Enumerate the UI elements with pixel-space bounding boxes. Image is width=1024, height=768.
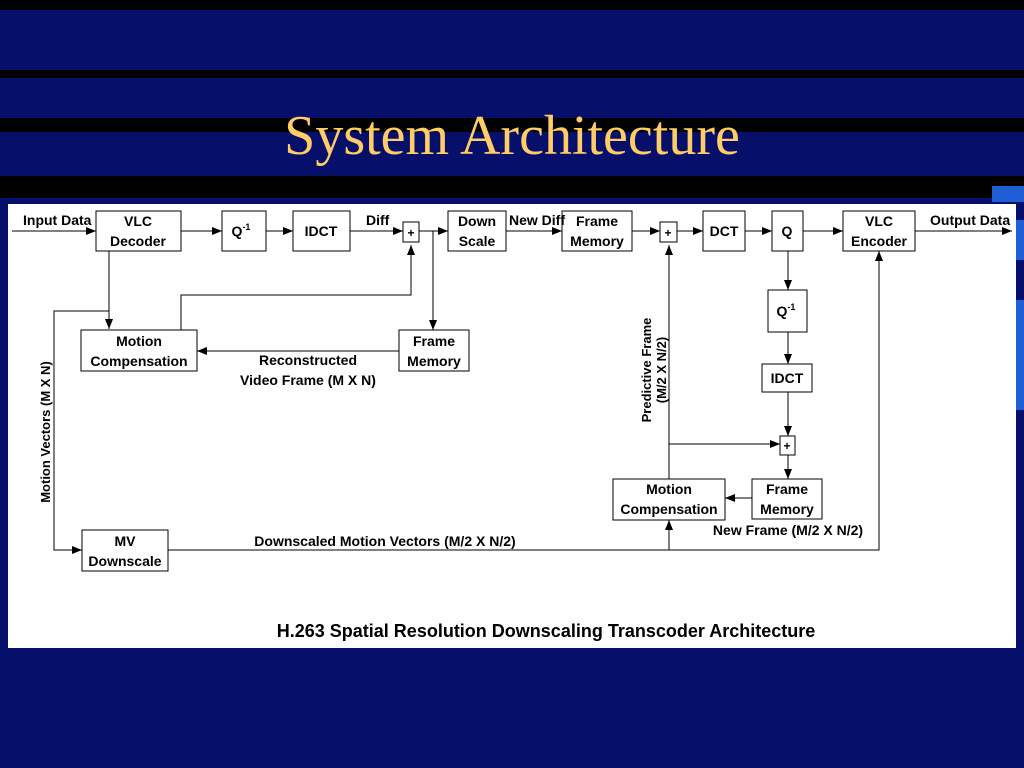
idct-1: IDCT bbox=[305, 223, 338, 239]
vlc-encoder-line-2: Encoder bbox=[851, 233, 908, 249]
flow-labels: Input Data Diff New Diff Output Data Rec… bbox=[23, 212, 1010, 641]
vlc-encoder-line-1: VLC bbox=[865, 213, 893, 229]
frame-memory-1-line-1: Frame bbox=[413, 333, 455, 349]
accent-tab-1 bbox=[992, 186, 1024, 202]
motion-comp-1-line-1: Motion bbox=[116, 333, 162, 349]
vlc-decoder-line-2: Decoder bbox=[110, 233, 167, 249]
q-inverse-2: Q-1 bbox=[777, 302, 796, 319]
frame-memory-top-line-1: Frame bbox=[576, 213, 618, 229]
frame-memory-2-line-1: Frame bbox=[766, 481, 808, 497]
vlc-decoder-line-1: VLC bbox=[124, 213, 152, 229]
q-inverse-2-sup: -1 bbox=[787, 302, 795, 312]
bg-stripe-3 bbox=[0, 118, 1024, 132]
accent-tab-3 bbox=[1016, 300, 1024, 410]
diff-label: Diff bbox=[366, 212, 390, 228]
frame-memory-2-line-2: Memory bbox=[760, 501, 814, 517]
dct: DCT bbox=[710, 223, 739, 239]
idct-2: IDCT bbox=[771, 370, 804, 386]
output-data-label: Output Data bbox=[930, 212, 1010, 228]
architecture-diagram: VLC Decoder Q-1 IDCT + Down Scale Frame … bbox=[12, 210, 1012, 641]
sum-2: + bbox=[664, 226, 671, 240]
bg-stripe-2 bbox=[0, 70, 1024, 78]
predictive-frame-label-line-2: (M/2 X N/2) bbox=[654, 337, 669, 403]
frame-memory-1-line-2: Memory bbox=[407, 353, 461, 369]
motion-vectors-label: Motion Vectors (M X N) bbox=[38, 361, 53, 503]
diagram-caption: H.263 Spatial Resolution Downscaling Tra… bbox=[277, 621, 815, 641]
motion-comp-2-line-2: Compensation bbox=[620, 501, 717, 517]
q-inverse-1-base: Q bbox=[232, 223, 243, 239]
q-inverse-1: Q-1 bbox=[232, 222, 251, 239]
q-inverse-2-base: Q bbox=[777, 303, 788, 319]
bg-stripe-top bbox=[0, 0, 1024, 10]
mv-downscale-line-2: Downscale bbox=[88, 553, 161, 569]
predictive-frame-label-line-1: Predictive Frame bbox=[639, 318, 654, 423]
downscaled-mv-label: Downscaled Motion Vectors (M/2 X N/2) bbox=[254, 533, 515, 549]
accent-tab-2 bbox=[1016, 220, 1024, 260]
motion-comp-1-line-2: Compensation bbox=[90, 353, 187, 369]
q: Q bbox=[782, 223, 793, 239]
bg-stripe-4 bbox=[0, 176, 1024, 198]
reconstructed-label-line-1: Reconstructed bbox=[259, 352, 357, 368]
motion-comp-2-line-1: Motion bbox=[646, 481, 692, 497]
q-inverse-1-sup: -1 bbox=[242, 222, 250, 232]
block-labels: VLC Decoder Q-1 IDCT + Down Scale Frame … bbox=[88, 213, 907, 569]
sum-3: + bbox=[783, 439, 790, 453]
new-diff-label: New Diff bbox=[509, 212, 565, 228]
down-scale-line-2: Scale bbox=[459, 233, 496, 249]
input-data-label: Input Data bbox=[23, 212, 92, 228]
new-frame-label: New Frame (M/2 X N/2) bbox=[713, 522, 863, 538]
reconstructed-label-line-2: Video Frame (M X N) bbox=[240, 372, 376, 388]
diagram-panel: VLC Decoder Q-1 IDCT + Down Scale Frame … bbox=[8, 204, 1016, 648]
blocks bbox=[80, 210, 916, 572]
slide-title: System Architecture bbox=[284, 105, 740, 167]
down-scale-line-1: Down bbox=[458, 213, 496, 229]
connectors bbox=[12, 227, 1012, 554]
mv-downscale-line-1: MV bbox=[115, 533, 137, 549]
sum-1: + bbox=[407, 226, 414, 240]
frame-memory-top-line-2: Memory bbox=[570, 233, 624, 249]
